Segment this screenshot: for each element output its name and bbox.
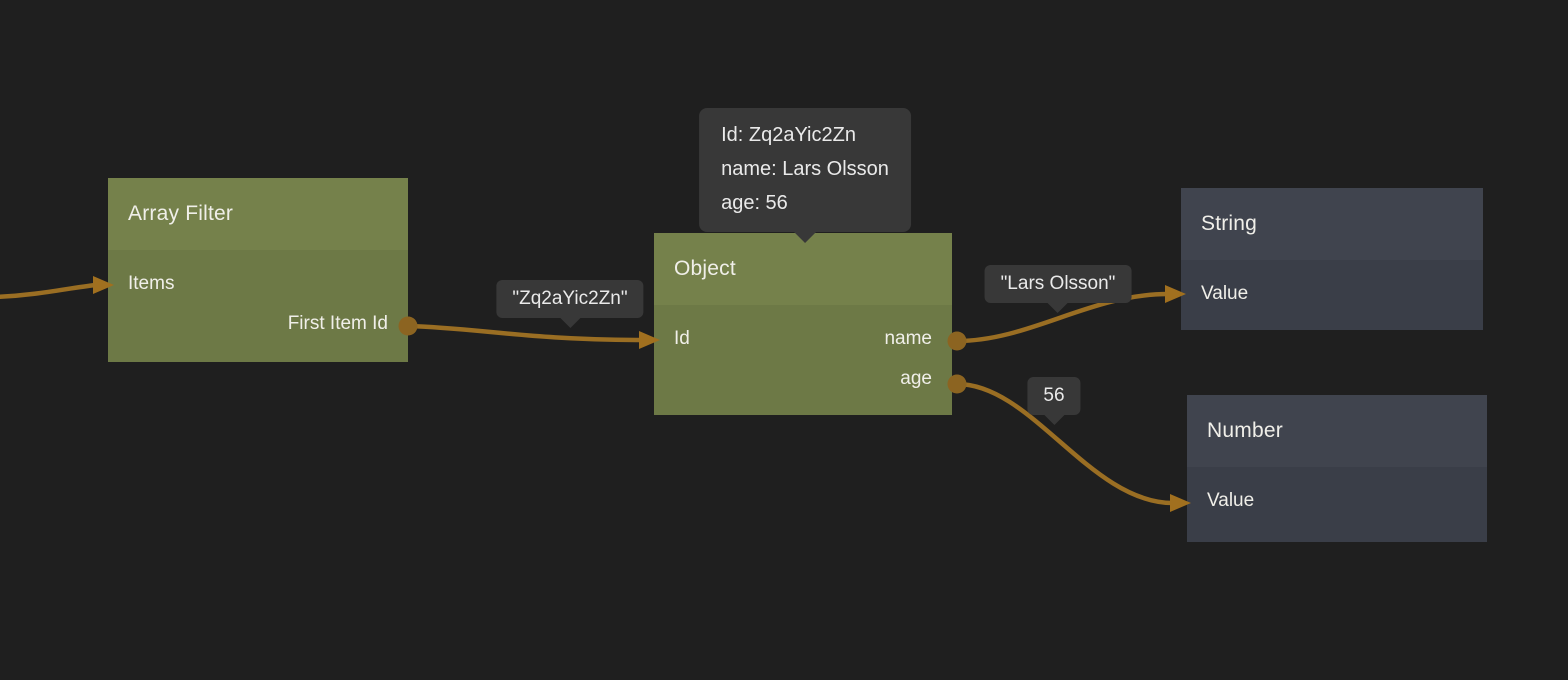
node-array-filter-title: Array Filter xyxy=(128,202,234,225)
port-row: Id name xyxy=(674,319,932,359)
tooltip-line-name: name: Lars Olsson xyxy=(721,158,889,180)
edge-value-label-age: 56 xyxy=(1027,377,1081,425)
port-row: Items xyxy=(128,264,388,304)
port-output-first-item-id-label: First Item Id xyxy=(287,313,388,334)
node-number-body: Value xyxy=(1187,467,1487,542)
node-object-title: Object xyxy=(674,257,736,280)
port-row: First Item Id xyxy=(128,304,388,344)
port-input-number-value-label: Value xyxy=(1207,490,1255,511)
node-number-title: Number xyxy=(1207,419,1283,442)
port-input-string-value-label: Value xyxy=(1201,283,1249,304)
port-row: Value xyxy=(1207,481,1467,521)
edge-first-item-id-to-id[interactable] xyxy=(407,323,643,343)
port-input-items-label: Items xyxy=(128,273,175,294)
tooltip-line-id: Id: Zq2aYic2Zn xyxy=(721,124,856,146)
node-string-title: String xyxy=(1201,212,1258,235)
edge-value-label-first-item-id: "Zq2aYic2Zn" xyxy=(496,280,644,328)
node-string-body: Value xyxy=(1181,260,1483,330)
node-object-header[interactable]: Object xyxy=(654,233,952,305)
port-row: Value xyxy=(1201,274,1463,314)
node-number-header[interactable]: Number xyxy=(1187,395,1487,467)
node-number[interactable]: Number Value xyxy=(1187,395,1487,542)
node-array-filter[interactable]: Array Filter Items First Item Id xyxy=(108,178,408,362)
port-output-name-label: name xyxy=(884,328,932,349)
port-input-id-label: Id xyxy=(674,328,690,349)
node-object-tooltip: Id: Zq2aYic2Zn name: Lars Olsson age: 56 xyxy=(699,108,911,243)
edge-into-items[interactable] xyxy=(0,282,97,300)
edge-value-label-name: "Lars Olsson" xyxy=(984,265,1132,313)
node-string-header[interactable]: String xyxy=(1181,188,1483,260)
node-array-filter-header[interactable]: Array Filter xyxy=(108,178,408,250)
node-object[interactable]: Object Id name age xyxy=(654,233,952,415)
node-string[interactable]: String Value xyxy=(1181,188,1483,330)
port-row: age xyxy=(674,359,932,399)
tooltip-line-age: age: 56 xyxy=(721,192,788,214)
node-object-body: Id name age xyxy=(654,305,952,415)
node-array-filter-body: Items First Item Id xyxy=(108,250,408,362)
port-output-age-label: age xyxy=(900,368,932,389)
